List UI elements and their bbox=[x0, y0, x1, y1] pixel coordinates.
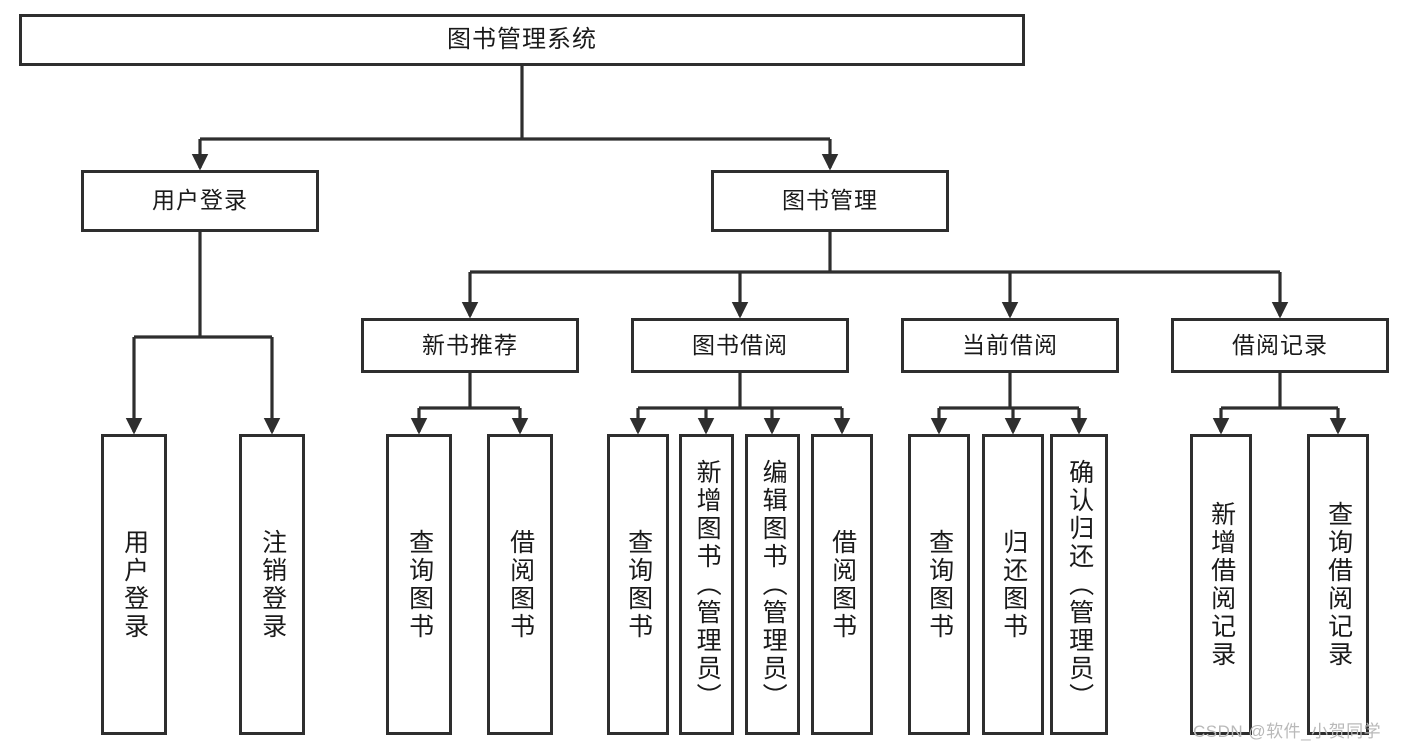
leaf-label: 用户登录 bbox=[120, 528, 149, 641]
leaf-query-book-current[interactable]: 查询图书 bbox=[908, 434, 970, 735]
leaf-edit-book-admin[interactable]: 编辑图书（管理员） bbox=[745, 434, 800, 735]
leaf-add-book-admin[interactable]: 新增图书（管理员） bbox=[679, 434, 734, 735]
leaf-label: 借阅图书 bbox=[828, 528, 857, 641]
node-new-book-recommend[interactable]: 新书推荐 bbox=[361, 318, 579, 373]
leaf-borrow-book-newrec[interactable]: 借阅图书 bbox=[487, 434, 553, 735]
node-borrow-record-label: 借阅记录 bbox=[1232, 331, 1328, 358]
leaf-label: 确认归还（管理员） bbox=[1065, 458, 1094, 711]
node-current-borrow[interactable]: 当前借阅 bbox=[901, 318, 1119, 373]
leaf-label: 编辑图书（管理员） bbox=[759, 458, 788, 711]
leaf-query-book-newrec[interactable]: 查询图书 bbox=[386, 434, 452, 735]
leaf-borrow-book[interactable]: 借阅图书 bbox=[811, 434, 873, 735]
node-user-login-label: 用户登录 bbox=[152, 187, 248, 214]
node-root[interactable]: 图书管理系统 bbox=[19, 14, 1025, 66]
node-user-login[interactable]: 用户登录 bbox=[81, 170, 319, 232]
leaf-label: 新增借阅记录 bbox=[1207, 500, 1236, 669]
leaf-label: 查询图书 bbox=[624, 528, 653, 641]
leaf-query-borrow-record[interactable]: 查询借阅记录 bbox=[1307, 434, 1369, 735]
node-current-borrow-label: 当前借阅 bbox=[962, 331, 1058, 358]
csdn-watermark: CSDN @软件_小贺同学 bbox=[1193, 717, 1381, 742]
leaf-label: 借阅图书 bbox=[506, 528, 535, 641]
leaf-query-book-borrow[interactable]: 查询图书 bbox=[607, 434, 669, 735]
node-borrow-record[interactable]: 借阅记录 bbox=[1171, 318, 1389, 373]
node-root-label: 图书管理系统 bbox=[447, 25, 597, 53]
leaf-label: 注销登录 bbox=[258, 528, 287, 641]
leaf-label: 查询图书 bbox=[405, 528, 434, 641]
node-book-management-label: 图书管理 bbox=[782, 187, 878, 214]
leaf-label: 归还图书 bbox=[999, 528, 1028, 641]
node-book-borrow-label: 图书借阅 bbox=[692, 331, 788, 358]
leaf-label: 查询图书 bbox=[925, 528, 954, 641]
leaf-confirm-return-admin[interactable]: 确认归还（管理员） bbox=[1050, 434, 1108, 735]
watermark-text: CSDN @软件_小贺同学 bbox=[1193, 722, 1382, 741]
leaf-user-login[interactable]: 用户登录 bbox=[101, 434, 167, 735]
leaf-add-borrow-record[interactable]: 新增借阅记录 bbox=[1190, 434, 1252, 735]
leaf-return-book[interactable]: 归还图书 bbox=[982, 434, 1044, 735]
node-book-management[interactable]: 图书管理 bbox=[711, 170, 949, 232]
leaf-label: 新增图书（管理员） bbox=[693, 458, 722, 711]
node-new-book-recommend-label: 新书推荐 bbox=[422, 331, 518, 358]
leaf-label: 查询借阅记录 bbox=[1324, 500, 1353, 669]
leaf-logout-login[interactable]: 注销登录 bbox=[239, 434, 305, 735]
node-book-borrow[interactable]: 图书借阅 bbox=[631, 318, 849, 373]
